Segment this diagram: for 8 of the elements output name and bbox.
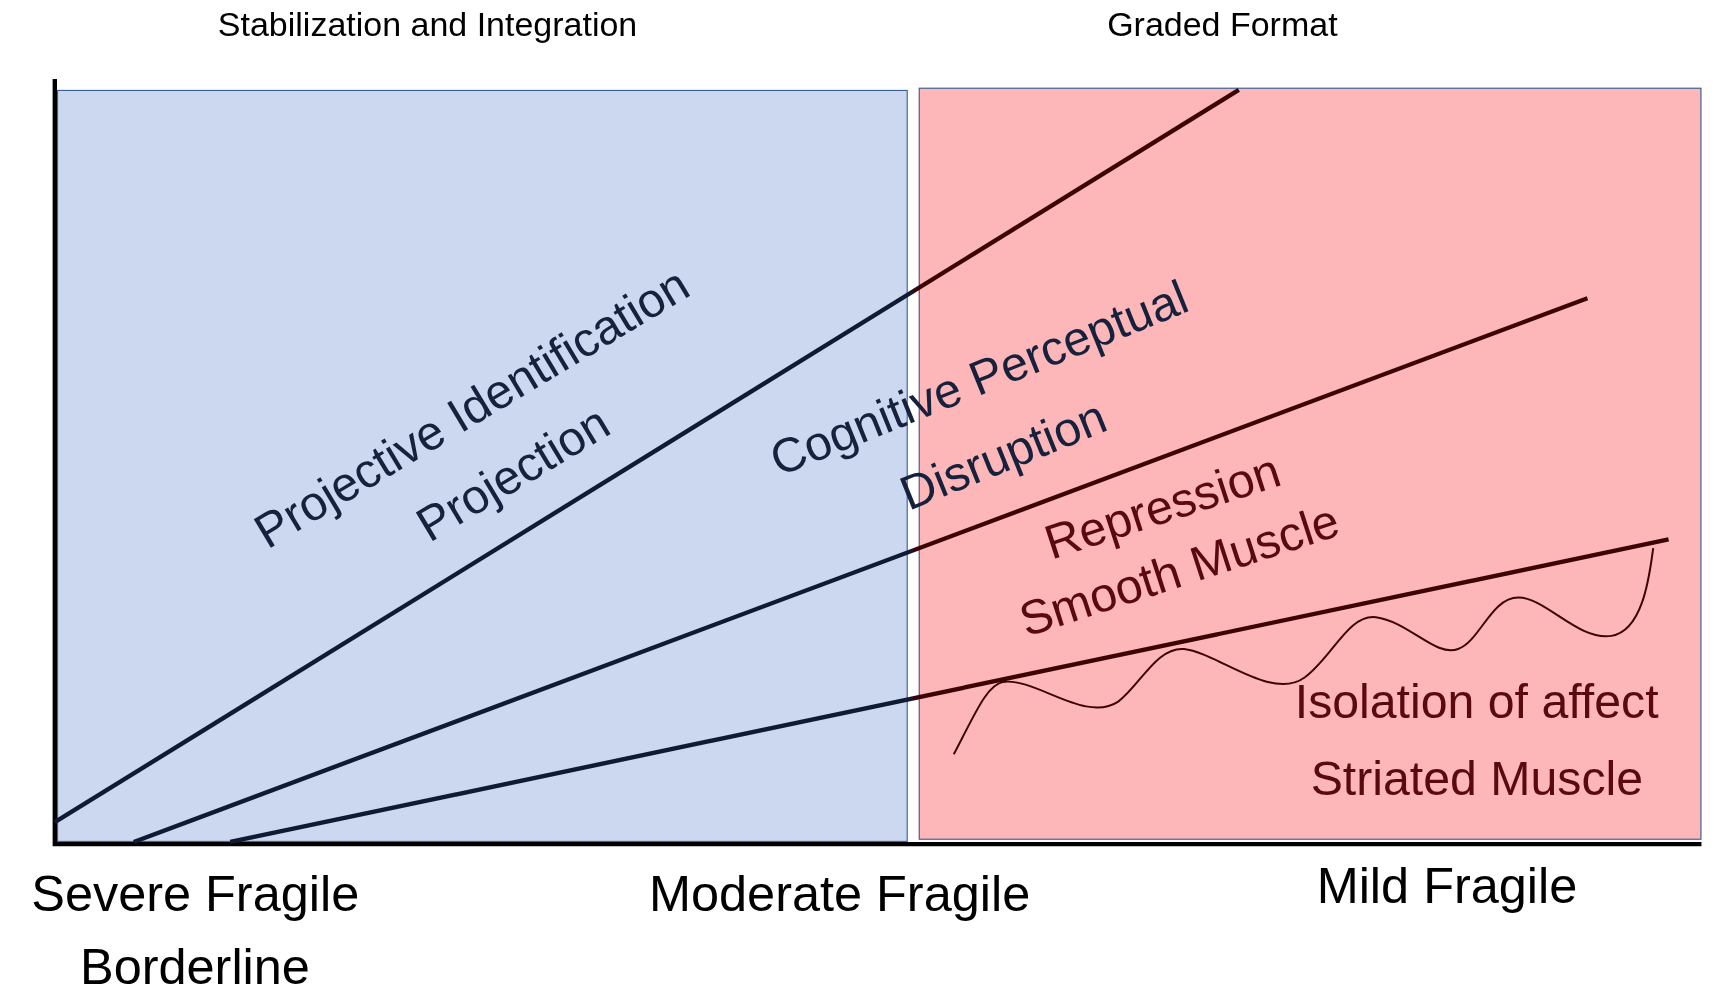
axis-label: Moderate Fragile [649,864,1031,924]
region-heading: Graded Format [1106,5,1339,45]
band-label: Striated Muscle [1310,750,1644,806]
region-heading: Stabilization and Integration [216,5,639,45]
axis-label: Severe Fragile [31,864,360,924]
axis-label: Borderline [80,937,310,997]
axis-label: Mild Fragile [1316,856,1578,916]
band-label: Isolation of affect [1294,674,1659,730]
